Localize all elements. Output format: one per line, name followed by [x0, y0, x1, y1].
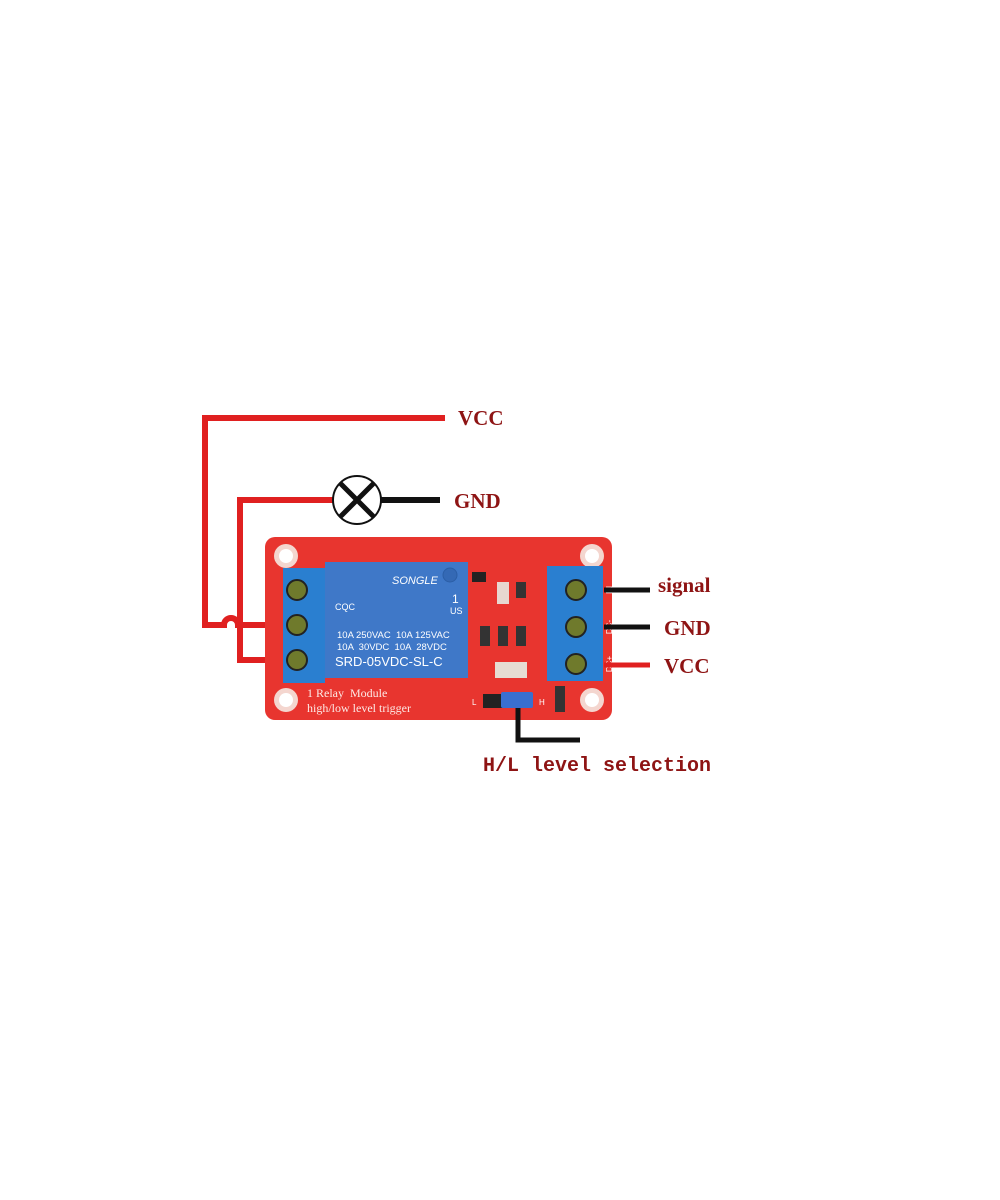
jumper-h-label: H [539, 698, 545, 707]
hl-selection-leader [515, 708, 580, 743]
relay-cert: CQC [335, 602, 356, 612]
output-terminal-block [283, 568, 325, 683]
lamp-icon [332, 475, 382, 525]
gnd-label: GND [664, 616, 711, 640]
relay: SONGLE CQC 1 US 10A 250VAC 10A 125VAC 10… [325, 562, 468, 678]
relay-board: SONGLE CQC 1 US 10A 250VAC 10A 125VAC 10… [265, 537, 614, 720]
input-terminal-block [547, 566, 603, 681]
relay-rating-2: 10A 30VDC 10A 28VDC [337, 642, 447, 653]
load-lamp-wire [237, 497, 335, 663]
relay-rating-1: 10A 250VAC 10A 125VAC [337, 630, 450, 641]
relay-brand: SONGLE [392, 575, 439, 587]
load-gnd-label: GND [454, 489, 501, 513]
signal-label: signal [658, 573, 711, 597]
relay-ul: 1 [452, 592, 459, 606]
relay-model: SRD-05VDC-SL-C [335, 654, 443, 669]
board-subtitle: high/low level trigger [307, 701, 411, 715]
relay-ul-us: US [450, 606, 463, 616]
hl-jumper[interactable] [483, 692, 533, 708]
load-vcc-label: VCC [458, 406, 504, 430]
jumper-l-label: L [472, 698, 477, 707]
vcc-label: VCC [664, 654, 710, 678]
board-title: 1 Relay Module [307, 686, 387, 700]
hl-selection-label: H/L level selection [483, 755, 711, 778]
